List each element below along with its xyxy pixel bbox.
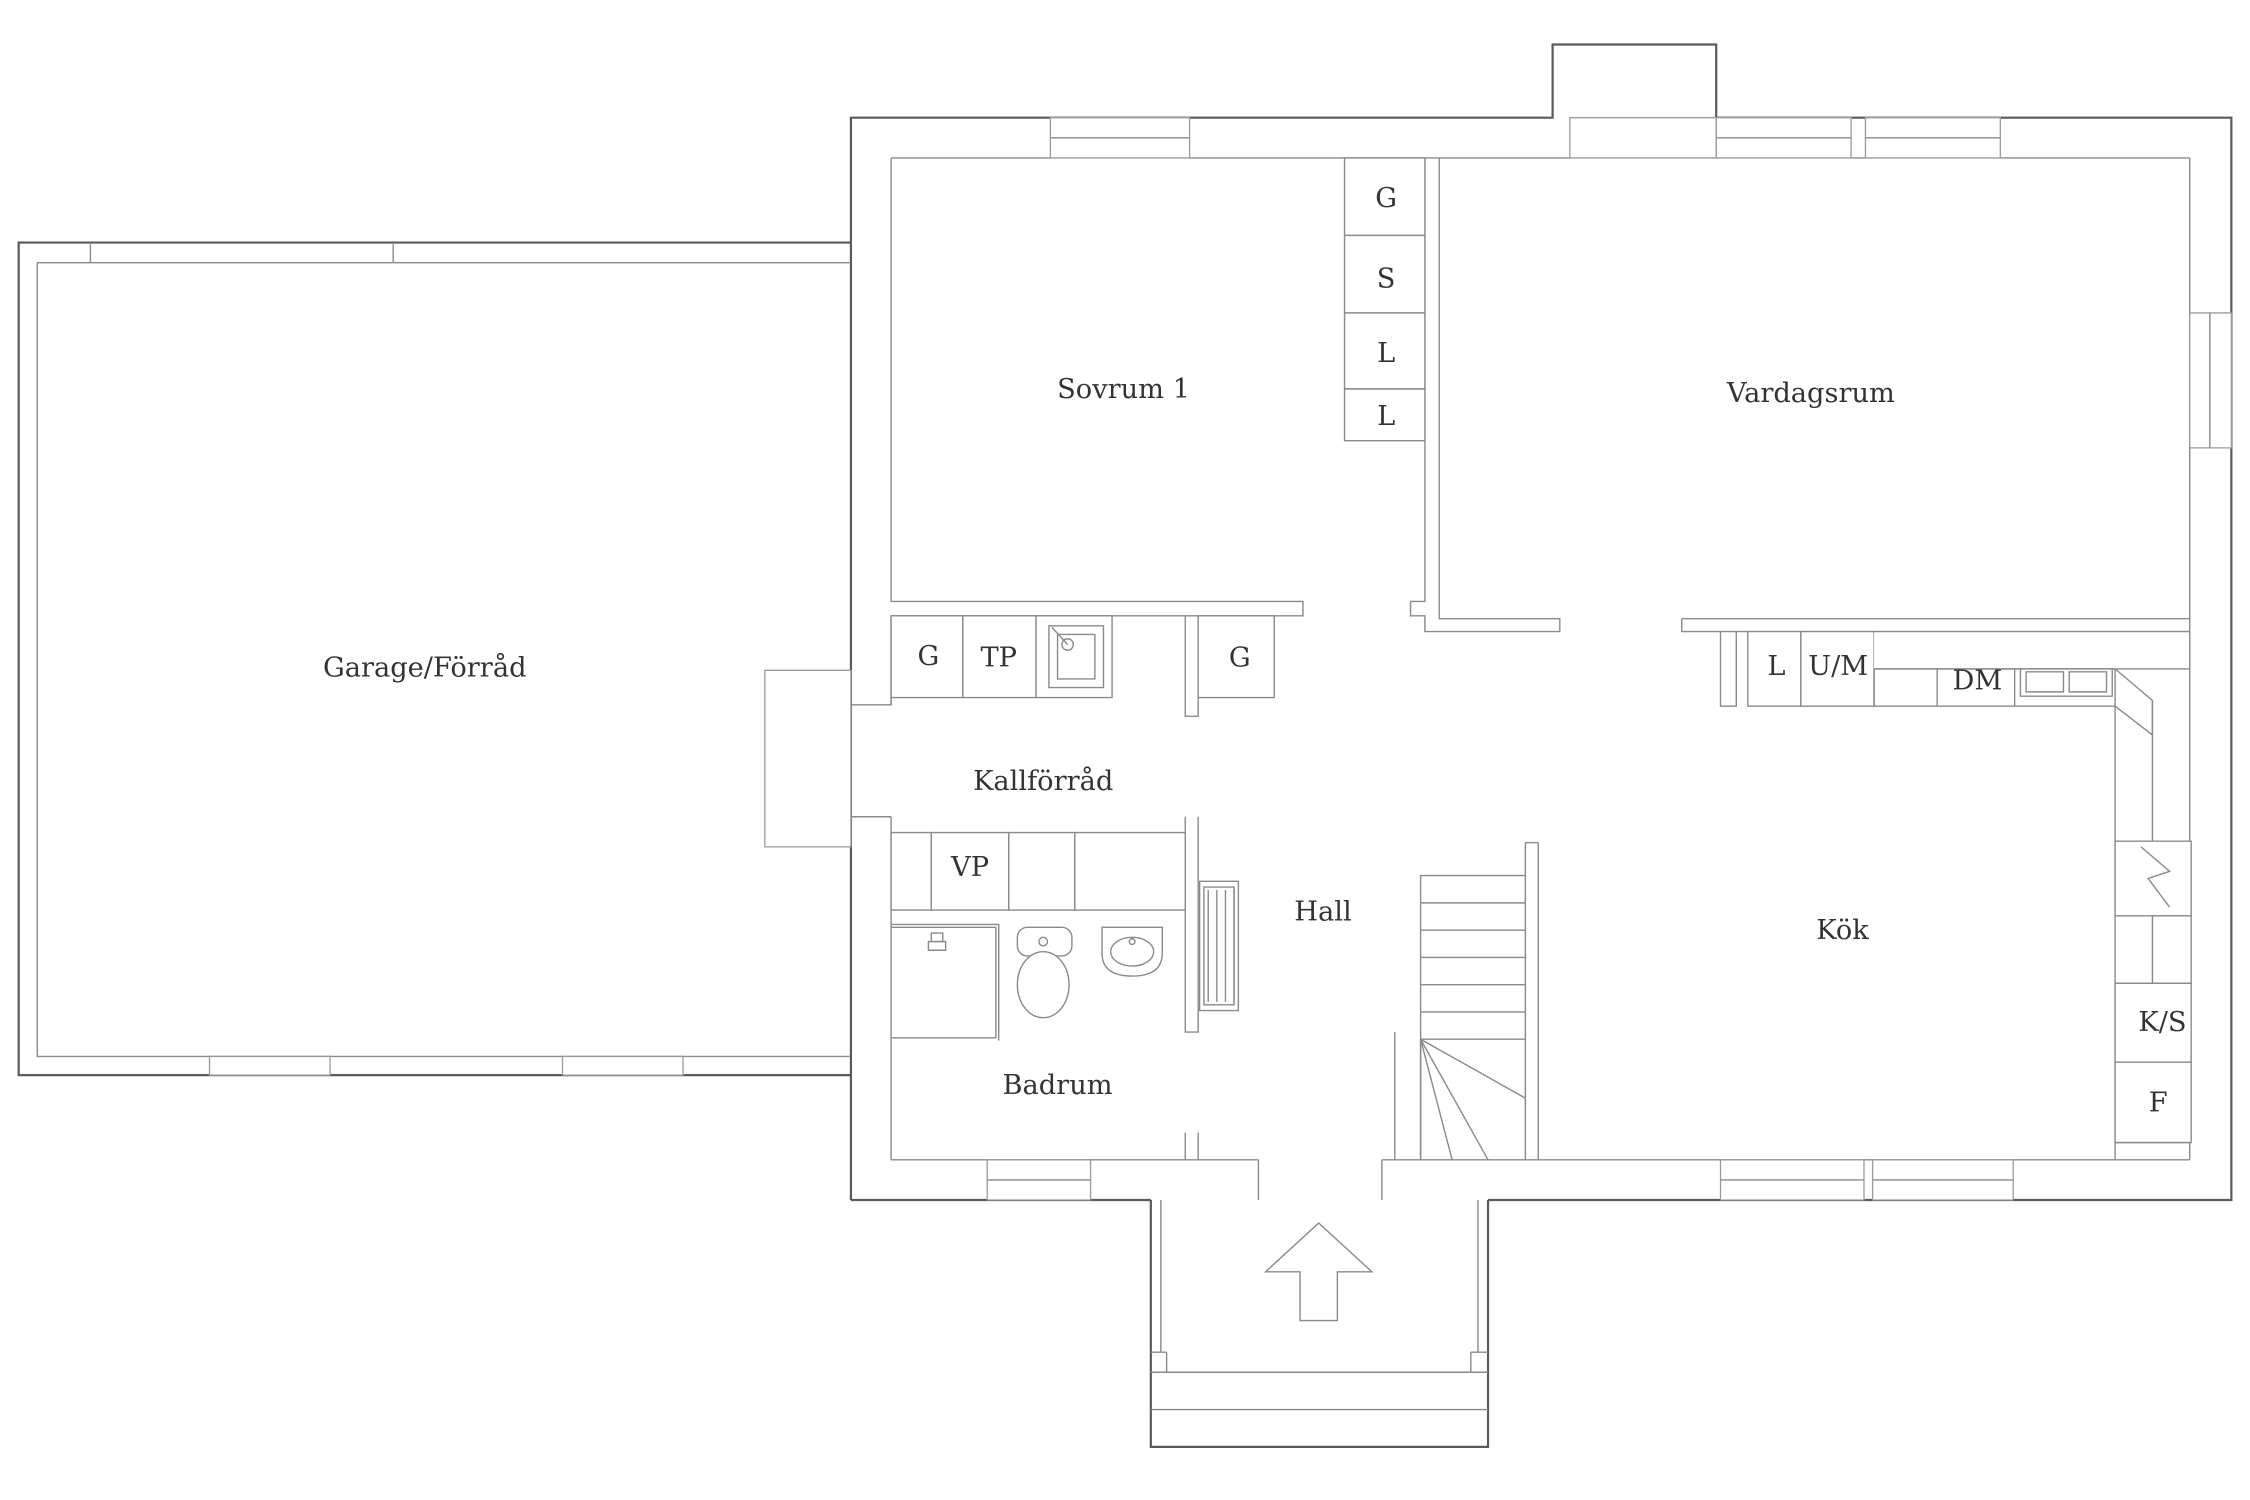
label-tp: TP [980,642,1017,673]
label-closet-l3: L [1767,651,1785,682]
label-kallforrad: Kallförråd [973,765,1113,797]
label-f: F [2149,1087,2168,1118]
label-ks: K/S [2138,1007,2186,1038]
label-vp: VP [950,852,989,883]
label-hall: Hall [1294,896,1351,927]
label-dm: DM [1952,665,2002,696]
windows [210,118,2232,1200]
staircase [1421,876,1526,1160]
sovrum-closets [1345,158,1425,441]
kitchen-fixtures [1748,632,2191,1160]
kallforrad-cabinets [891,616,1274,698]
label-vardagsrum: Vardagsrum [1726,378,1895,409]
label-closet-s1: S [1377,263,1396,294]
exterior-walls [19,44,2232,1200]
label-sovrum: Sovrum 1 [1057,374,1190,405]
label-closet-l1: L [1377,338,1395,369]
entrance-porch [1151,1200,1488,1447]
label-closet-g2: G [918,641,940,672]
label-badrum: Badrum [1002,1070,1112,1101]
label-um: U/M [1808,651,1868,682]
label-closet-g3: G [1229,642,1251,673]
label-garage: Garage/Förråd [323,651,527,683]
label-closet-g1: G [1375,183,1397,214]
entrance-arrow-icon [1266,1223,1372,1321]
label-closet-l2: L [1377,401,1395,432]
badrum-fixtures [891,833,1238,1041]
label-kok: Kök [1816,915,1869,946]
